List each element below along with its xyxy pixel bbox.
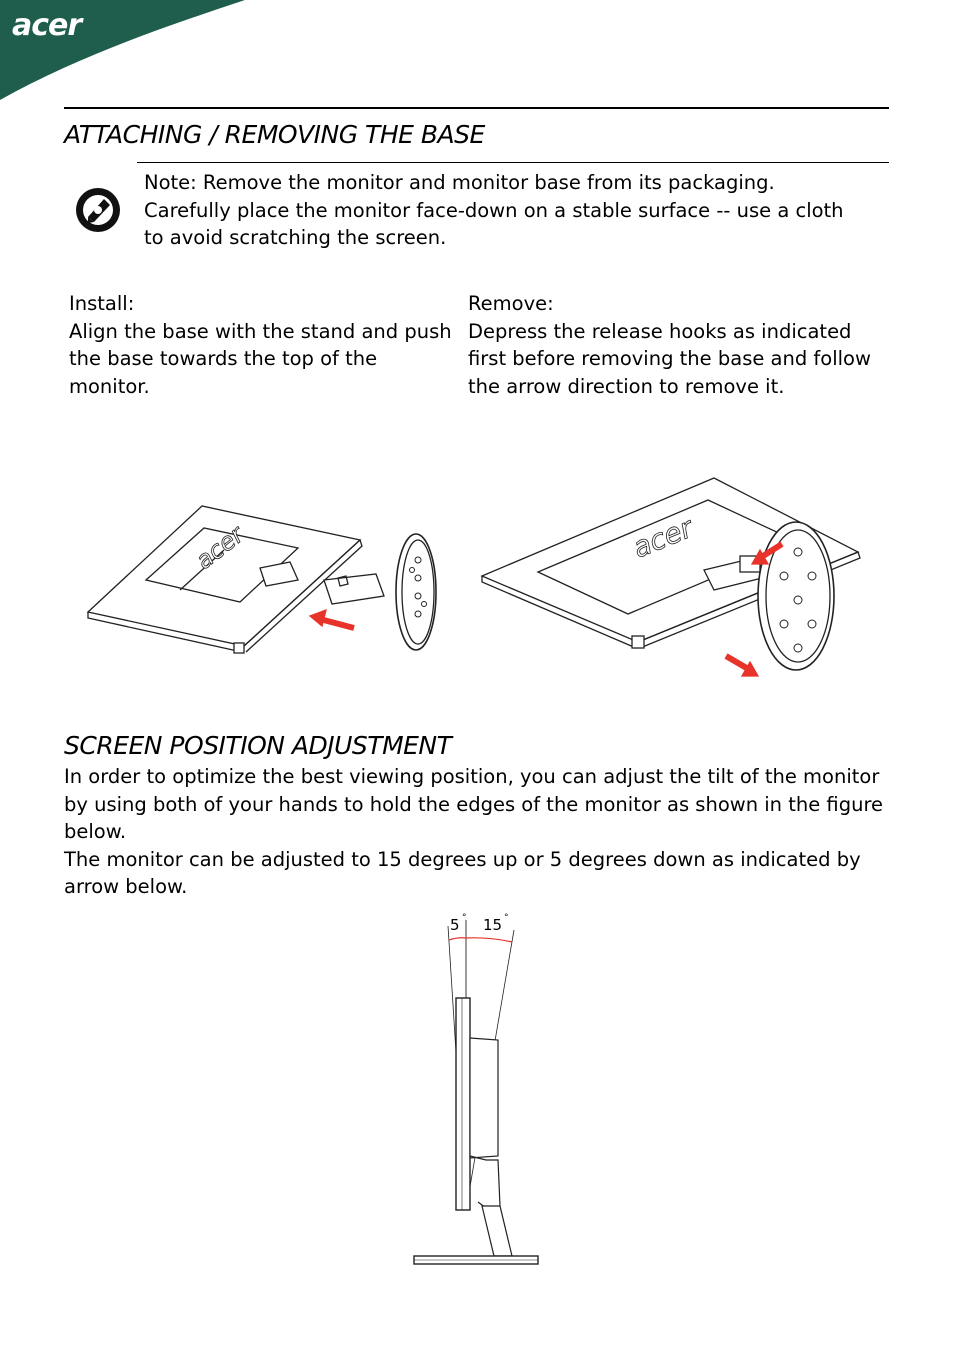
- brand-corner: acer: [0, 0, 260, 100]
- install-text: Align the base with the stand and push t…: [69, 319, 452, 398]
- tilt-down-degree: °: [462, 913, 467, 923]
- install-block: Install: Align the base with the stand a…: [69, 290, 459, 400]
- note-rule: [137, 162, 889, 163]
- install-figure: acer: [84, 500, 448, 660]
- remove-figure: acer: [478, 472, 868, 682]
- acer-logo: acer: [12, 8, 84, 43]
- tilt-up-label: 15: [483, 916, 502, 934]
- remove-label: Remove:: [468, 292, 554, 315]
- note-icon: [74, 186, 122, 234]
- brand-corner-shape: [0, 0, 245, 100]
- install-label: Install:: [69, 292, 135, 315]
- section-heading-adjust: SCREEN POSITION ADJUSTMENT: [64, 731, 452, 760]
- tilt-up-degree: °: [504, 913, 509, 923]
- remove-text: Depress the release hooks as indicated f…: [468, 319, 871, 398]
- section-heading-base: ATTACHING / REMOVING THE BASE: [64, 120, 485, 149]
- remove-block: Remove: Depress the release hooks as ind…: [468, 290, 880, 400]
- adjust-paragraph-2: The monitor can be adjusted to 15 degree…: [64, 847, 861, 899]
- note-text: Note: Remove the monitor and monitor bas…: [144, 171, 844, 249]
- header-rule: [64, 107, 889, 109]
- adjust-paragraphs: In order to optimize the best viewing po…: [64, 763, 894, 901]
- tilt-figure: 5 ° 15 °: [400, 906, 550, 1272]
- tilt-down-label: 5: [450, 916, 460, 934]
- adjust-paragraph-1: In order to optimize the best viewing po…: [64, 765, 884, 843]
